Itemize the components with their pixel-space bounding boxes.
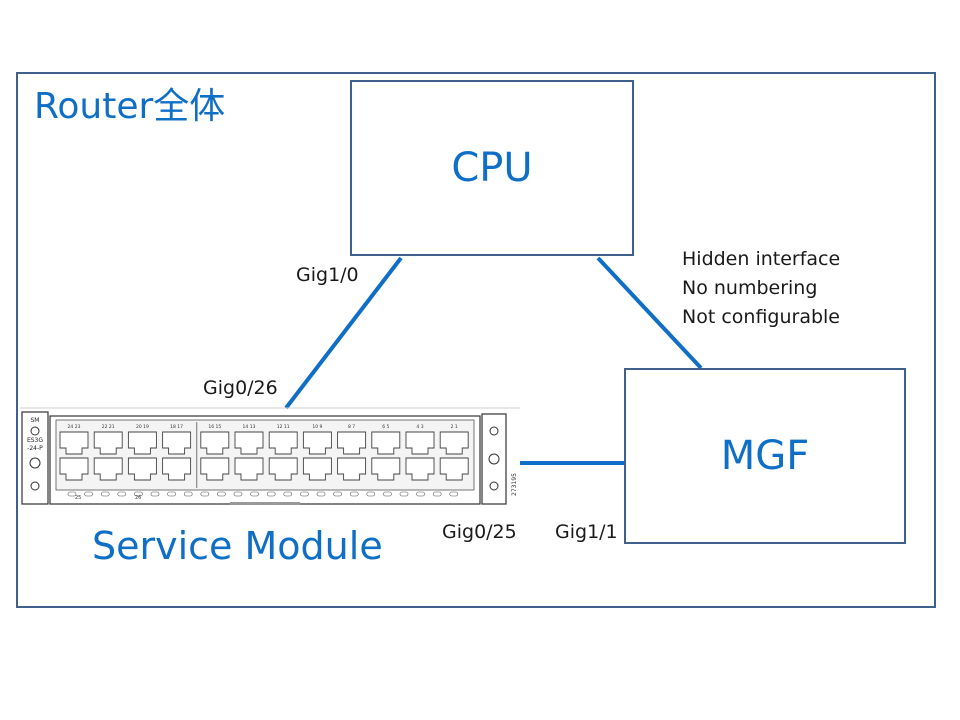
status-led: [183, 491, 193, 497]
port-number-label: 8 7: [348, 424, 355, 430]
status-led: [416, 491, 425, 497]
router-title: Router全体: [34, 86, 226, 127]
status-led: [67, 491, 77, 497]
module-panel-label: SM: [31, 417, 40, 424]
rj45-port: [234, 457, 264, 481]
rj45-port: [439, 457, 469, 481]
status-led: [283, 491, 293, 497]
rj45-port: [405, 431, 435, 455]
led-label-25: 25: [75, 495, 81, 501]
port-number-label: 6 5: [382, 424, 389, 430]
cpu-box: CPU: [350, 80, 634, 256]
note-line-1: Hidden interface: [682, 248, 841, 270]
status-led: [383, 491, 392, 497]
port-grid: [59, 422, 469, 488]
status-led: [266, 491, 276, 497]
module-model-bottom: -24-P: [27, 445, 43, 452]
cpu-label: CPU: [451, 145, 533, 191]
interface-label-gig1-1: Gig1/1: [555, 521, 618, 543]
status-led: [399, 491, 409, 497]
status-led: [217, 491, 226, 497]
rj45-port: [162, 457, 192, 481]
rj45-port: [162, 431, 192, 455]
rj45-port: [268, 431, 298, 455]
status-led: [84, 491, 93, 497]
status-led: [316, 491, 326, 497]
service-module-image: SM ES3G -24-P 24 23 22 21 20 19 18 17 16 15 1…: [20, 407, 520, 505]
port-number-labels: 24 23 22 21 20 19 18 17 16 15 14 13 12 11 10 9 8…: [68, 424, 458, 430]
status-led: [366, 491, 376, 497]
status-led: [333, 491, 342, 497]
rj45-port: [93, 431, 123, 455]
rj45-port: [371, 431, 401, 455]
rj45-port: [371, 457, 401, 481]
rj45-port: [268, 457, 298, 481]
port-number-label: 16 15: [208, 424, 221, 430]
port-number-label: 22 21: [102, 424, 115, 430]
rj45-port: [302, 431, 332, 455]
port-number-label: 10 9: [312, 424, 322, 430]
led-label-26: 26: [135, 495, 141, 501]
status-led: [150, 491, 160, 497]
status-led: [117, 491, 127, 497]
service-module-label: Service Module: [92, 524, 383, 568]
port-number-label: 18 17: [170, 424, 183, 430]
pull-tab: [230, 502, 300, 505]
port-number-label: 4 3: [416, 424, 423, 430]
note-line-2: No numbering: [682, 277, 818, 299]
rj45-port: [234, 431, 264, 455]
led-strip: [67, 491, 459, 497]
rj45-port: [127, 431, 157, 455]
status-led: [134, 491, 143, 497]
status-led: [432, 491, 442, 497]
port-number-label: 20 19: [136, 424, 149, 430]
interface-label-gig0-25: Gig0/25: [442, 521, 517, 543]
status-led: [449, 491, 459, 497]
rj45-port: [200, 457, 230, 481]
rj45-port: [93, 457, 123, 481]
rj45-port: [439, 431, 469, 455]
status-led: [100, 491, 110, 497]
router-frame: [16, 72, 936, 608]
module-model-top: ES3G: [27, 437, 43, 444]
mgf-box: MGF: [624, 368, 906, 544]
note-line-3: Not configurable: [682, 306, 840, 328]
mgf-label: MGF: [720, 433, 810, 479]
rj45-port: [59, 457, 89, 481]
rj45-port: [200, 431, 230, 455]
status-led: [233, 491, 243, 497]
rj45-port: [337, 457, 367, 481]
rj45-port: [127, 457, 157, 481]
link-cpu-service-module: [284, 256, 403, 410]
figure-id: 273195: [511, 473, 518, 496]
rj45-port: [302, 457, 332, 481]
hidden-link-note: Hidden interface No numbering Not config…: [682, 245, 840, 332]
port-number-label: 12 11: [277, 424, 290, 430]
right-bracket: [481, 413, 507, 505]
rj45-port: [405, 457, 435, 481]
status-led: [349, 491, 359, 497]
interface-label-gig0-26: Gig0/26: [203, 377, 278, 399]
status-led: [300, 491, 309, 497]
port-number-label: 24 23: [68, 424, 81, 430]
interface-label-gig1-0: Gig1/0: [296, 264, 359, 286]
rj45-port: [337, 431, 367, 455]
status-led: [167, 491, 176, 497]
port-number-label: 14 13: [243, 424, 256, 430]
link-cpu-mgf: [596, 256, 703, 370]
port-number-label: 2 1: [451, 424, 458, 430]
rj45-port: [59, 431, 89, 455]
status-led: [200, 491, 210, 497]
status-led: [250, 491, 259, 497]
